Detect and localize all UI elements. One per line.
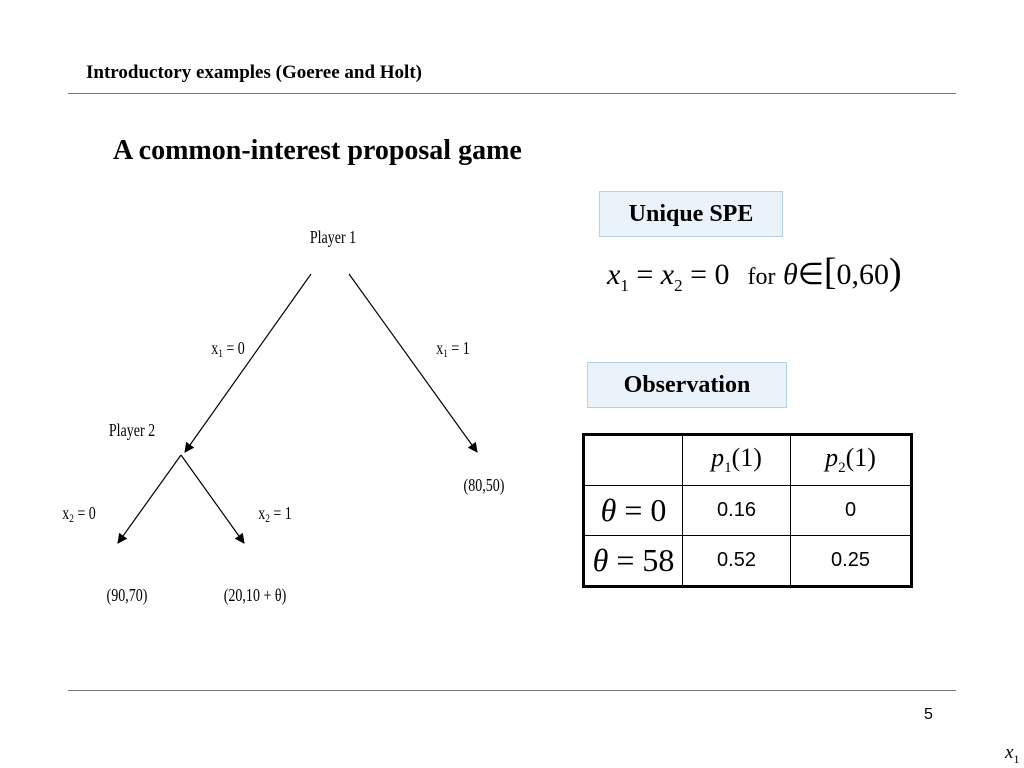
edge-label-x2-1: x2 = 1 <box>258 505 292 526</box>
table-row: θ = 0 0.16 0 <box>583 485 912 536</box>
payoff-20-theta: (20,10 + θ) <box>224 587 287 606</box>
page-number: 5 <box>924 706 933 723</box>
player1-label: Player 1 <box>310 229 356 248</box>
edge-label-x2-0: x2 = 0 <box>62 505 96 526</box>
edge-line-x1-1 <box>348 273 478 453</box>
header-divider <box>68 93 956 94</box>
table-corner-cell <box>583 434 683 486</box>
payoff-90-70: (90,70) <box>107 587 148 606</box>
unique-spe-label: Unique SPE <box>599 191 783 237</box>
p1-header: p1(1) <box>682 434 791 486</box>
p2-value-cell: 0 <box>790 485 912 536</box>
edge-label-x1-1: x1 = 1 <box>436 340 470 361</box>
footer-divider <box>68 690 956 691</box>
edge-label-x1-0: x1 = 0 <box>211 340 245 361</box>
theta-cell: θ = 58 <box>583 535 683 587</box>
observation-label: Observation <box>587 362 787 408</box>
payoff-80-50: (80,50) <box>464 477 505 496</box>
edge-line-x2-1 <box>180 454 245 544</box>
edge-line-x2-0 <box>117 454 182 544</box>
theta-cell: θ = 0 <box>583 485 683 536</box>
observation-table: p1(1) p2(1) θ = 0 0.16 0 θ = 58 0.52 0.2… <box>582 433 913 588</box>
header-title: Introductory examples (Goeree and Holt) <box>86 62 422 83</box>
corner-variable: x1 <box>1005 742 1020 766</box>
p2-value-cell: 0.25 <box>790 535 912 587</box>
p1-value-cell: 0.16 <box>682 485 791 536</box>
p1-value-cell: 0.52 <box>682 535 791 587</box>
p2-header: p2(1) <box>790 434 912 486</box>
table-row: θ = 58 0.52 0.25 <box>583 535 912 587</box>
edge-line-x1-0 <box>184 273 312 453</box>
slide-title: A common-interest proposal game <box>113 135 522 166</box>
player2-label: Player 2 <box>109 422 155 441</box>
table-header-row: p1(1) p2(1) <box>583 434 912 486</box>
